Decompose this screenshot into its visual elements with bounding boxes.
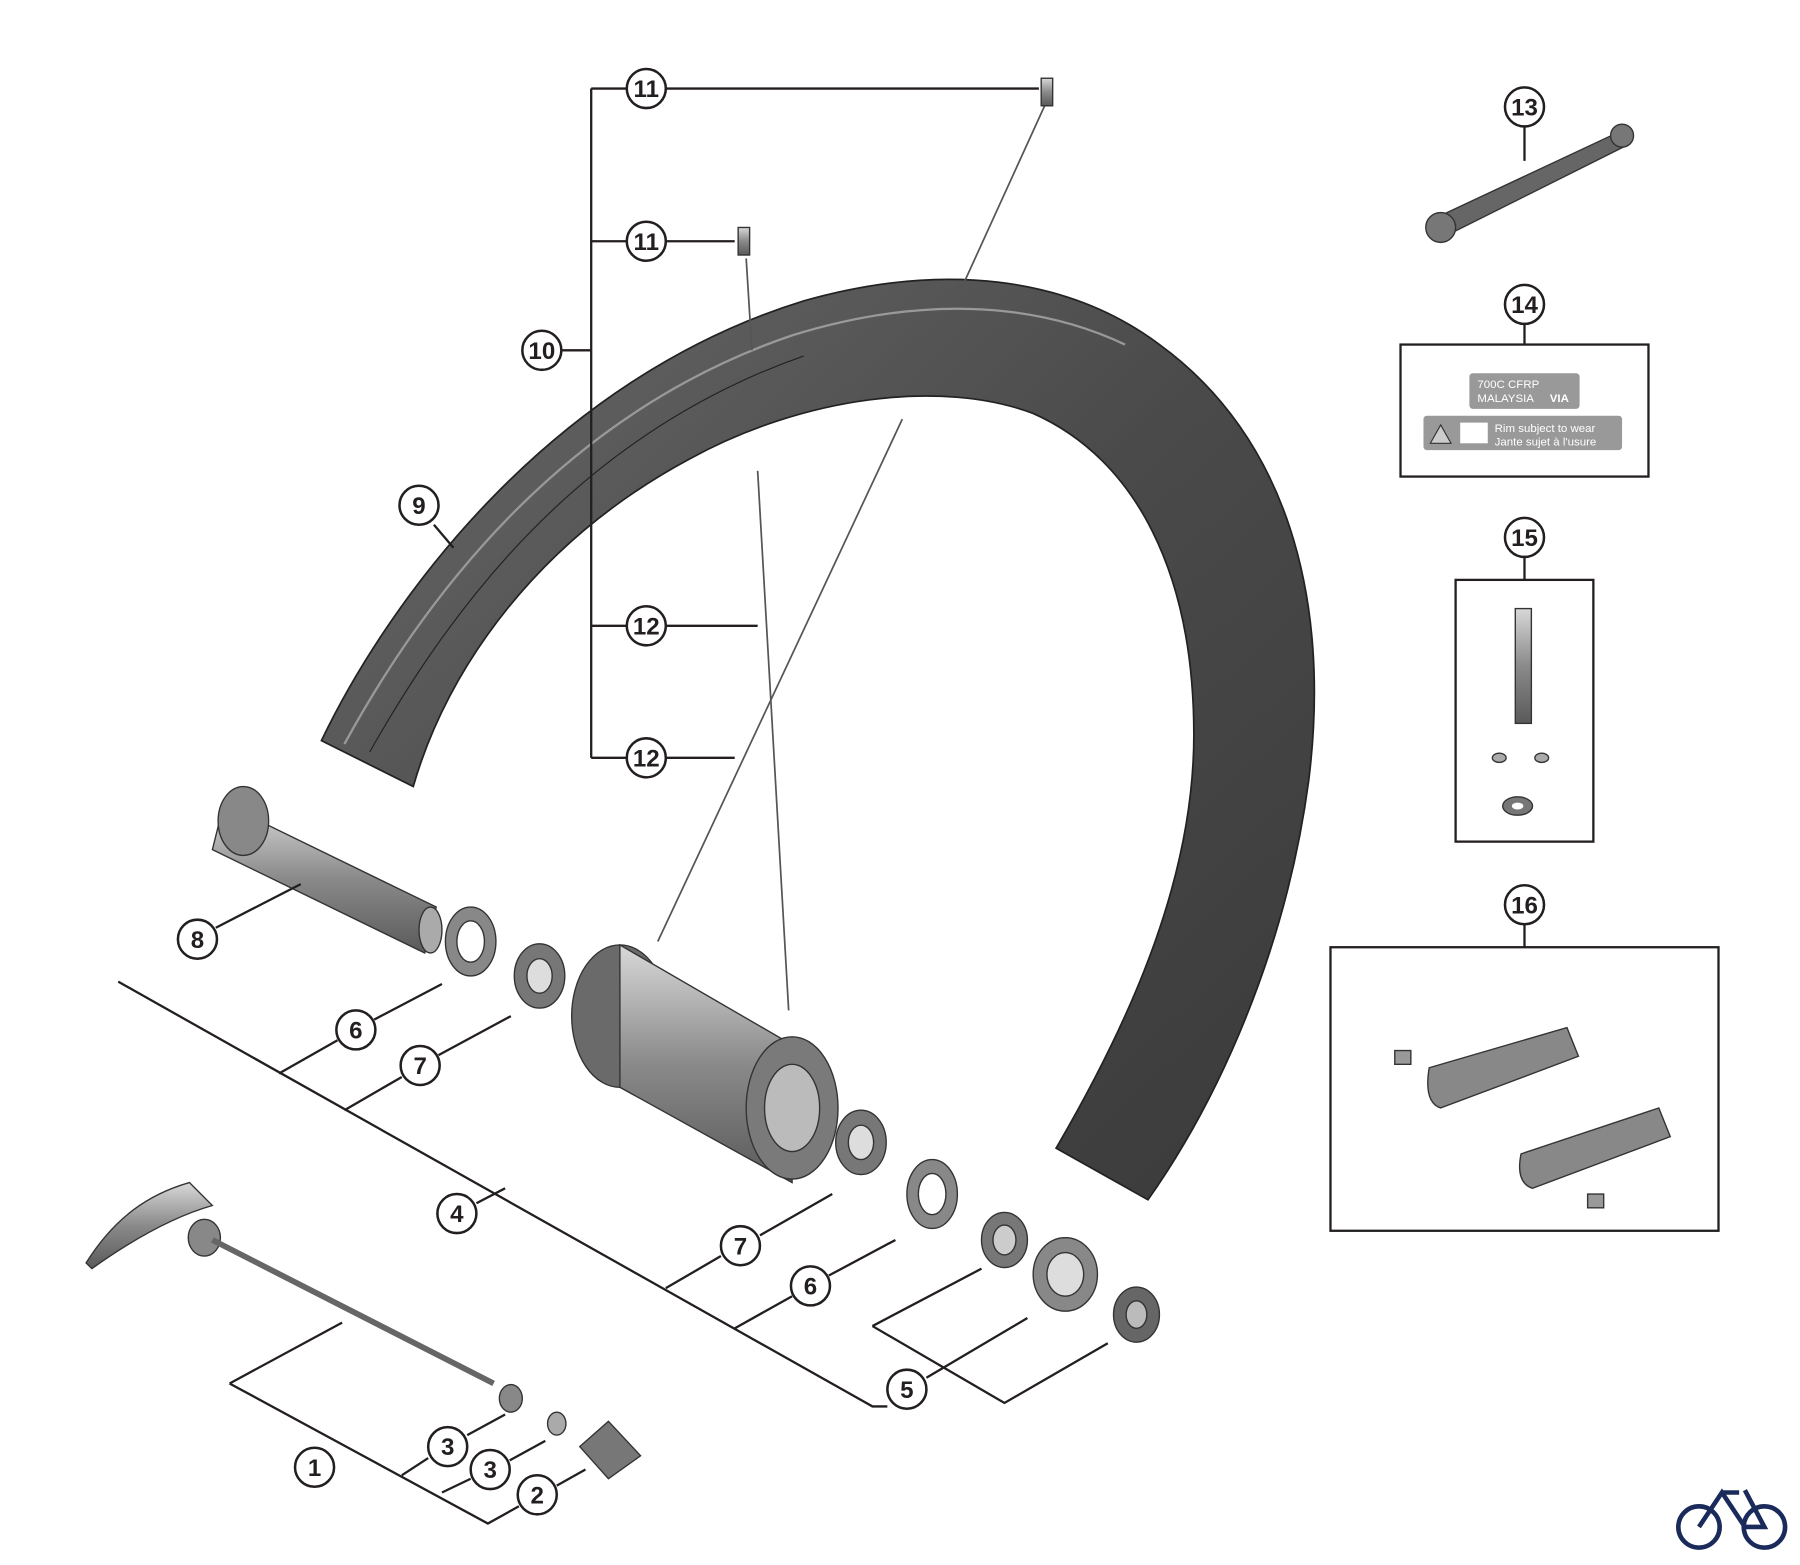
hub — [570, 943, 839, 1184]
callout-15: 15 — [1503, 516, 1546, 559]
svg-text:10: 10 — [528, 338, 555, 365]
svg-text:2: 2 — [531, 1482, 544, 1509]
svg-text:5: 5 — [900, 1377, 913, 1404]
svg-text:14: 14 — [1511, 292, 1538, 319]
callout-8: 8 — [176, 918, 219, 960]
svg-text:3: 3 — [483, 1457, 496, 1484]
valve-extender-box — [1454, 578, 1595, 843]
callout-2: 2 — [516, 1474, 559, 1516]
callout-6a: 6 — [335, 1009, 377, 1051]
callout-4: 4 — [436, 1192, 478, 1235]
leader-lines — [117, 87, 1526, 1525]
warning-text-fr: Jante sujet à l'usure — [1495, 437, 1597, 449]
axle — [211, 785, 443, 954]
callout-12a: 12 — [625, 605, 668, 647]
svg-text:15: 15 — [1511, 525, 1538, 552]
svg-text:3: 3 — [441, 1434, 454, 1461]
callout-3a: 3 — [426, 1425, 469, 1468]
callout-13: 13 — [1503, 86, 1546, 128]
svg-text:13: 13 — [1511, 95, 1538, 122]
callout-11b: 11 — [625, 220, 668, 263]
callout-9: 9 — [398, 484, 440, 527]
label-line1: 700C CFRP — [1477, 379, 1539, 391]
spoke-wrench — [1425, 123, 1635, 244]
svg-text:6: 6 — [804, 1274, 817, 1301]
svg-text:1: 1 — [308, 1455, 321, 1482]
callout-16: 16 — [1503, 883, 1546, 926]
callouts: 11 11 10 9 12 12 13 14 15 16 8 6 7 4 7 6… — [176, 67, 1546, 1516]
quick-release — [85, 1181, 642, 1480]
rim — [320, 278, 1316, 1201]
svg-text:7: 7 — [734, 1233, 747, 1260]
warning-icon — [1429, 423, 1453, 444]
svg-text:11: 11 — [634, 229, 659, 256]
info-book-icon — [1460, 422, 1488, 444]
svg-text:6: 6 — [349, 1018, 362, 1045]
callout-3b: 3 — [469, 1448, 511, 1491]
callout-6b: 6 — [789, 1265, 832, 1307]
svg-text:9: 9 — [412, 493, 425, 520]
svg-text:7: 7 — [413, 1053, 426, 1080]
spokes — [657, 77, 1054, 1011]
brake-pads-box — [1329, 946, 1720, 1232]
warning-text-en: Rim subject to wear — [1495, 423, 1596, 435]
rim-label-box: 700C CFRP MALAYSIA VIA Rim subject to we… — [1399, 343, 1650, 478]
callout-7b: 7 — [719, 1224, 762, 1267]
callout-14: 14 — [1503, 283, 1546, 326]
label-line2: MALAYSIA — [1477, 393, 1534, 405]
label-brand: VIA — [1550, 393, 1569, 405]
svg-text:16: 16 — [1511, 892, 1538, 919]
svg-text:12: 12 — [633, 745, 660, 772]
svg-text:8: 8 — [191, 927, 204, 954]
callout-12b: 12 — [625, 737, 668, 779]
callout-11a: 11 — [625, 67, 668, 110]
svg-text:4: 4 — [450, 1201, 464, 1228]
callout-10: 10 — [521, 329, 563, 372]
callout-1: 1 — [293, 1446, 336, 1489]
bicycle-logo-icon — [1676, 1488, 1788, 1550]
callout-7a: 7 — [399, 1044, 441, 1087]
svg-text:11: 11 — [634, 76, 659, 103]
small-parts — [444, 906, 1161, 1343]
callout-5: 5 — [886, 1368, 928, 1410]
svg-text:12: 12 — [633, 613, 660, 640]
